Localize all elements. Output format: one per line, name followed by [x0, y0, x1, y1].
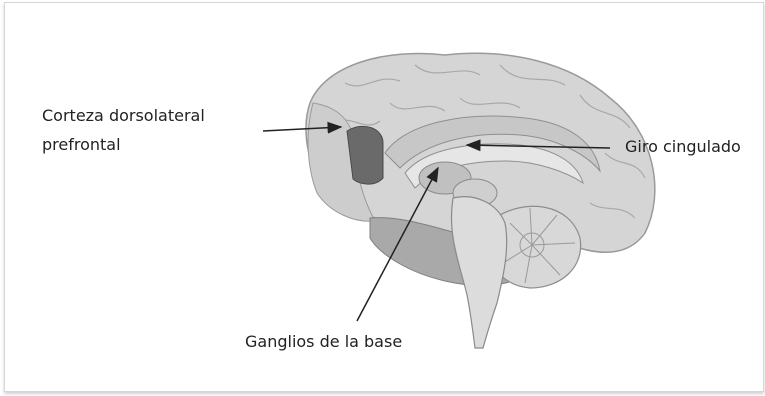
- label-dlpfc-line2: prefrontal: [42, 133, 121, 157]
- dlpfc-region: [347, 126, 383, 184]
- label-basal-ganglia: Ganglios de la base: [245, 330, 402, 354]
- figure-frame: Corteza dorsolateral prefrontal Giro cin…: [4, 2, 764, 392]
- label-cingulate: Giro cingulado: [625, 135, 741, 159]
- label-dlpfc-line1: Corteza dorsolateral: [42, 104, 205, 128]
